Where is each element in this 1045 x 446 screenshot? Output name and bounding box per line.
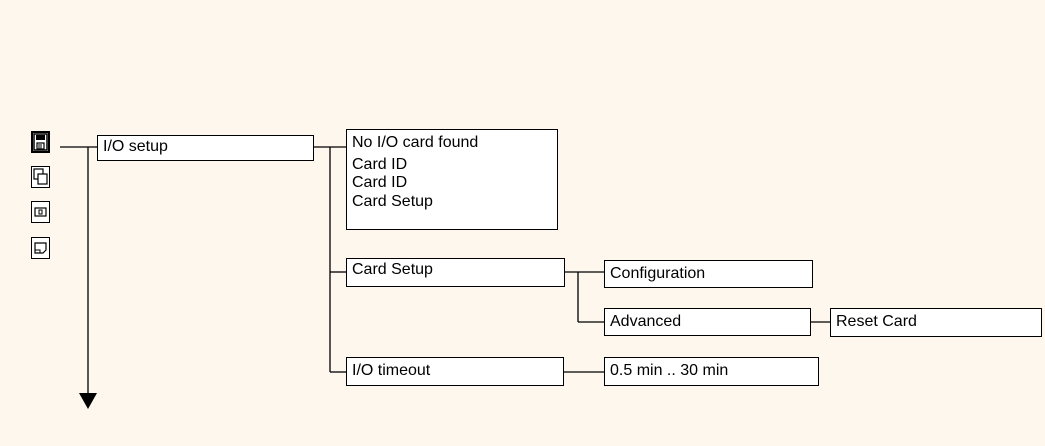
card-setup-label: Card Setup	[352, 261, 433, 278]
io-timeout-button[interactable]: I/O timeout	[346, 357, 564, 386]
reset-card-button[interactable]: Reset Card	[830, 308, 1042, 337]
io-card-status-panel: No I/O card found Card ID Card ID Card S…	[346, 129, 558, 230]
down-arrow-icon	[79, 393, 97, 409]
printer-icon[interactable]	[31, 237, 50, 259]
status-line-card-id-1: Card ID	[352, 155, 408, 173]
copy-icon[interactable]	[31, 166, 50, 188]
status-line-no-card: No I/O card found	[352, 134, 479, 151]
advanced-button[interactable]: Advanced	[604, 308, 811, 336]
status-line-card-setup: Card Setup	[352, 192, 433, 210]
status-line-card-id-2: Card ID	[352, 174, 408, 191]
save-icon[interactable]	[31, 131, 50, 153]
advanced-label: Advanced	[610, 313, 682, 330]
timeout-range-value: 0.5 min .. 30 min	[610, 362, 729, 379]
io-setup-button[interactable]: I/O setup	[97, 135, 314, 161]
configuration-button[interactable]: Configuration	[604, 260, 813, 288]
io-setup-label: I/O setup	[103, 138, 168, 155]
timeout-range-field[interactable]: 0.5 min .. 30 min	[604, 357, 819, 386]
card-setup-button[interactable]: Card Setup	[346, 258, 565, 287]
card-icon[interactable]	[31, 201, 50, 223]
reset-card-label: Reset Card	[836, 313, 917, 330]
io-timeout-label: I/O timeout	[352, 362, 431, 379]
configuration-label: Configuration	[610, 265, 706, 282]
